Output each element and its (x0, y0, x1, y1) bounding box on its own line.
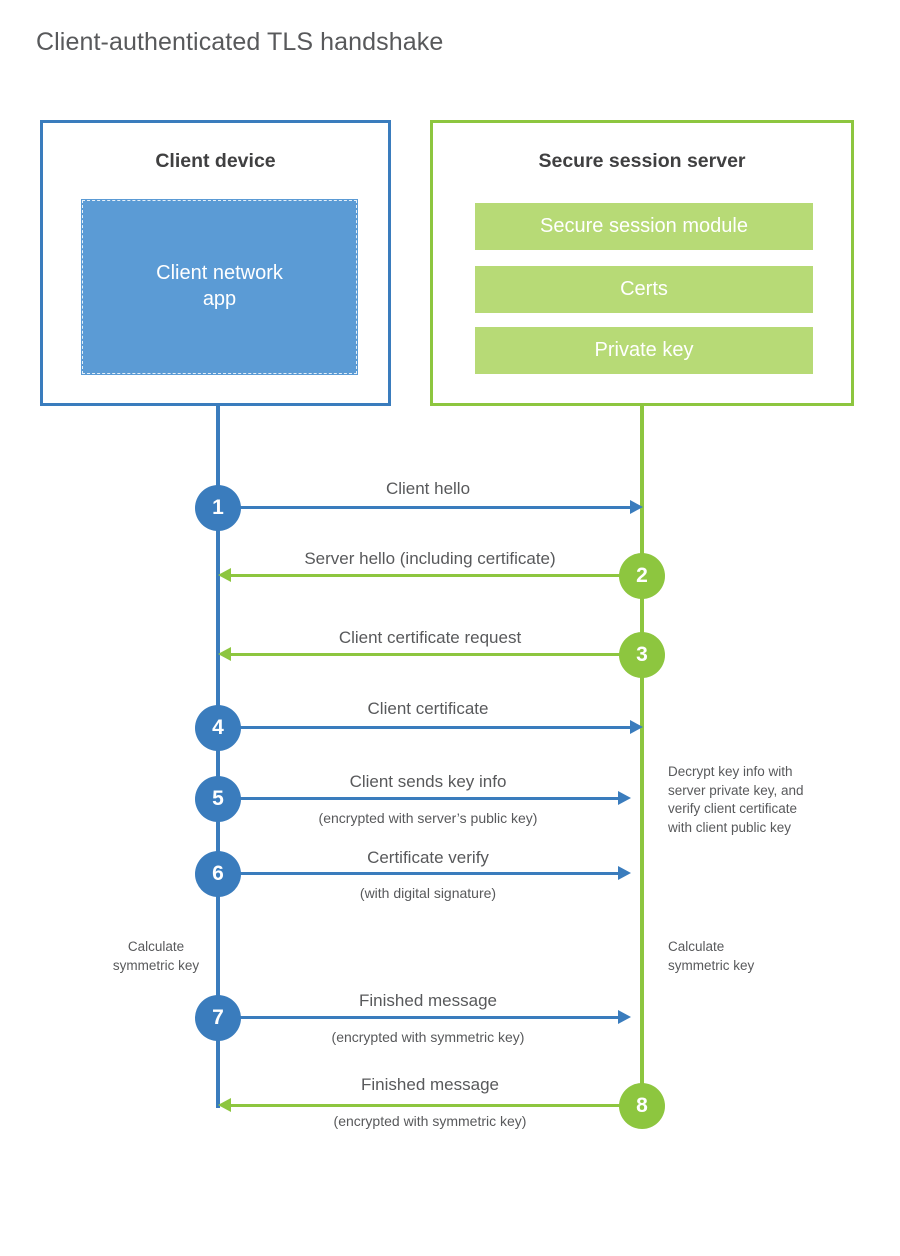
message-label-2: Server hello (including certificate) (304, 549, 556, 568)
message-label-1: Client hello (385, 479, 471, 498)
step-circle-5[interactable]: 5 (195, 776, 241, 822)
message-label-4: Client certificate (367, 699, 489, 718)
client-device-title: Client device (155, 150, 276, 172)
server-decrypt-note: Decrypt key info with server private key… (668, 764, 804, 835)
client-calculate-symmetric-key-note: Calculate symmetric key (112, 939, 200, 973)
step-circle-3[interactable]: 3 (619, 632, 665, 678)
message-label-6: Certificate verify (367, 848, 489, 867)
server-block-certs: Certs (475, 266, 813, 313)
client-network-app-block: Client network app (81, 199, 358, 375)
step-circle-8[interactable]: 8 (619, 1083, 665, 1129)
page-title: Client-authenticated TLS handshake (36, 28, 444, 56)
client-network-app-label: Client network app (156, 261, 283, 312)
client-device-box: Client device Client network app (40, 120, 391, 406)
secure-session-server-box: Secure session server Secure session mod… (430, 120, 854, 406)
client-lifeline (216, 403, 220, 1108)
client-app-label-line1: Client network (156, 262, 283, 285)
step-circle-1[interactable]: 1 (195, 485, 241, 531)
server-block-secure-session-module: Secure session module (475, 203, 813, 250)
message-sublabel-6: (with digital signature) (359, 885, 497, 901)
message-sublabel-5: (encrypted with server’s public key) (318, 810, 538, 826)
message-sublabel-7: (encrypted with symmetric key) (331, 1029, 525, 1045)
server-calculate-symmetric-key-note: Calculate symmetric key (668, 939, 755, 973)
step-circle-7[interactable]: 7 (195, 995, 241, 1041)
secure-session-server-title: Secure session server (538, 150, 746, 172)
step-circle-6[interactable]: 6 (195, 851, 241, 897)
step-circle-2[interactable]: 2 (619, 553, 665, 599)
message-label-7: Finished message (359, 991, 497, 1010)
step-circle-4[interactable]: 4 (195, 705, 241, 751)
server-lifeline (640, 403, 644, 1106)
message-label-3: Client certificate request (338, 628, 522, 647)
message-sublabel-8: (encrypted with symmetric key) (333, 1113, 527, 1129)
client-app-label-line2: app (202, 288, 237, 310)
message-label-8: Finished message (361, 1075, 499, 1094)
server-block-private-key: Private key (475, 327, 813, 374)
message-label-5: Client sends key info (349, 772, 507, 791)
